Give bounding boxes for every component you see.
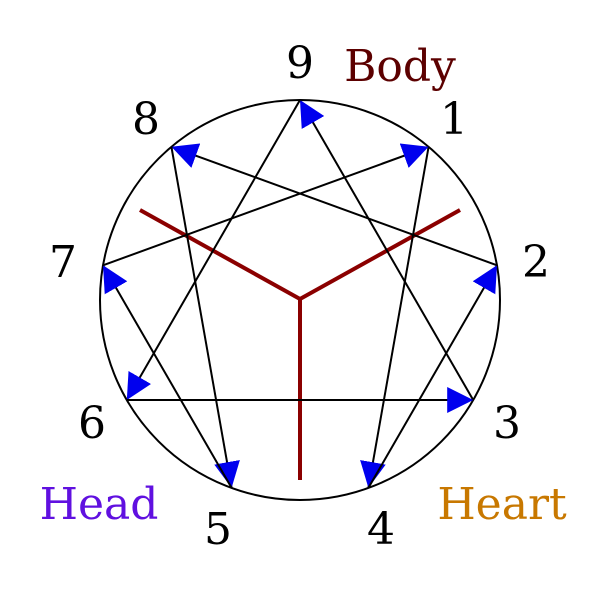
- divider-line-body-head: [139, 208, 301, 301]
- connection-7-to-1: [102, 143, 429, 267]
- connection-1-to-4: [360, 146, 430, 489]
- center-label-head: Head: [40, 479, 159, 530]
- connection-8-to-5: [170, 146, 240, 489]
- connection-5-to-7: [102, 264, 233, 489]
- connection-2-to-8: [171, 143, 498, 267]
- number-labels: 9 1 2 3 4 5 6 7 8: [49, 38, 550, 555]
- number-label-3: 3: [493, 398, 521, 449]
- number-label-8: 8: [132, 94, 160, 145]
- center-divider-lines: [139, 208, 461, 480]
- connection-9-to-6: [125, 99, 301, 401]
- connection-3-to-9: [299, 99, 475, 401]
- center-labels: Body Heart Head: [40, 41, 567, 530]
- number-label-9: 9: [286, 38, 314, 89]
- center-label-heart: Heart: [437, 479, 567, 530]
- center-label-body: Body: [344, 41, 456, 92]
- number-label-2: 2: [522, 237, 550, 288]
- divider-line-body-heart: [299, 208, 461, 301]
- number-label-7: 7: [49, 237, 77, 288]
- number-label-6: 6: [78, 398, 106, 449]
- connection-4-to-2: [367, 264, 498, 489]
- number-label-5: 5: [204, 504, 232, 555]
- connection-lines: [102, 99, 498, 489]
- number-label-1: 1: [440, 94, 468, 145]
- number-label-4: 4: [367, 504, 395, 555]
